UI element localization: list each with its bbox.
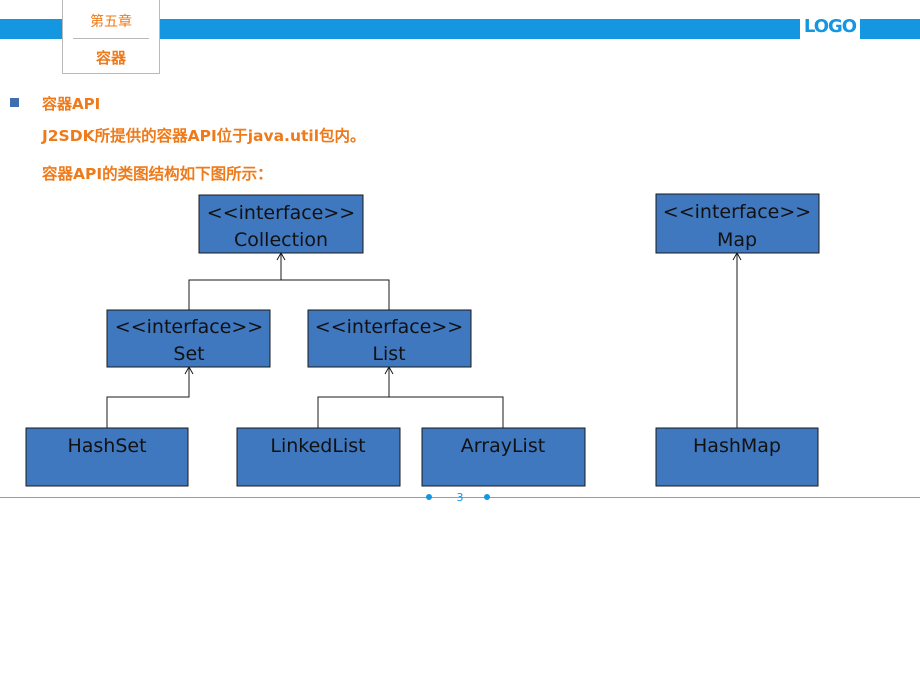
node-arraylist-name: ArrayList xyxy=(461,435,545,457)
node-arraylist: ArrayList xyxy=(421,427,586,487)
node-hashmap: HashMap xyxy=(655,427,819,487)
node-set: <<interface>> Set xyxy=(106,309,271,368)
logo-gap xyxy=(800,19,860,39)
node-collection: <<interface>> Collection xyxy=(198,194,364,254)
body-line-1: J2SDK所提供的容器API位于java.util包内。 xyxy=(42,127,366,145)
connector-hashset-set xyxy=(106,367,190,428)
node-hashmap-name: HashMap xyxy=(693,435,781,457)
node-set-name: Set xyxy=(173,343,204,365)
connector-arraylist-list xyxy=(389,396,504,428)
body-line-2: 容器API的类图结构如下图所示： xyxy=(42,165,273,183)
class-diagram: <<interface>> Collection <<interface>> M… xyxy=(25,193,820,487)
footer-dot-right-icon xyxy=(484,494,490,500)
connectors xyxy=(106,251,742,428)
node-collection-name: Collection xyxy=(234,229,328,251)
node-list-name: List xyxy=(372,343,405,365)
node-hashset-name: HashSet xyxy=(67,435,146,457)
header-bar xyxy=(0,19,920,39)
bullet-square-icon xyxy=(10,98,19,107)
logo: LOGO xyxy=(803,16,857,37)
page-number: 3 xyxy=(456,491,464,504)
node-list: <<interface>> List xyxy=(307,309,472,368)
connector-set-collection xyxy=(188,253,282,310)
node-map-stereotype: <<interface>> xyxy=(663,201,811,223)
node-set-stereotype: <<interface>> xyxy=(115,316,263,338)
node-map-name: Map xyxy=(717,229,757,251)
node-linkedlist-name: LinkedList xyxy=(270,435,365,457)
connector-list-collection xyxy=(281,279,390,310)
connector-linkedlist-list xyxy=(317,367,390,428)
node-hashset: HashSet xyxy=(25,427,189,487)
chapter-divider xyxy=(73,38,149,39)
footer-dot-left-icon xyxy=(426,494,432,500)
chapter-label: 第五章 xyxy=(90,14,132,30)
footer-line xyxy=(0,497,920,498)
bullet-title: 容器API xyxy=(42,95,101,113)
node-map: <<interface>> Map xyxy=(655,193,820,254)
chapter-tab: 第五章 容器 xyxy=(62,0,160,74)
node-list-stereotype: <<interface>> xyxy=(315,316,463,338)
node-linkedlist: LinkedList xyxy=(236,427,401,487)
node-collection-stereotype: <<interface>> xyxy=(207,202,355,224)
section-label: 容器 xyxy=(95,49,126,67)
